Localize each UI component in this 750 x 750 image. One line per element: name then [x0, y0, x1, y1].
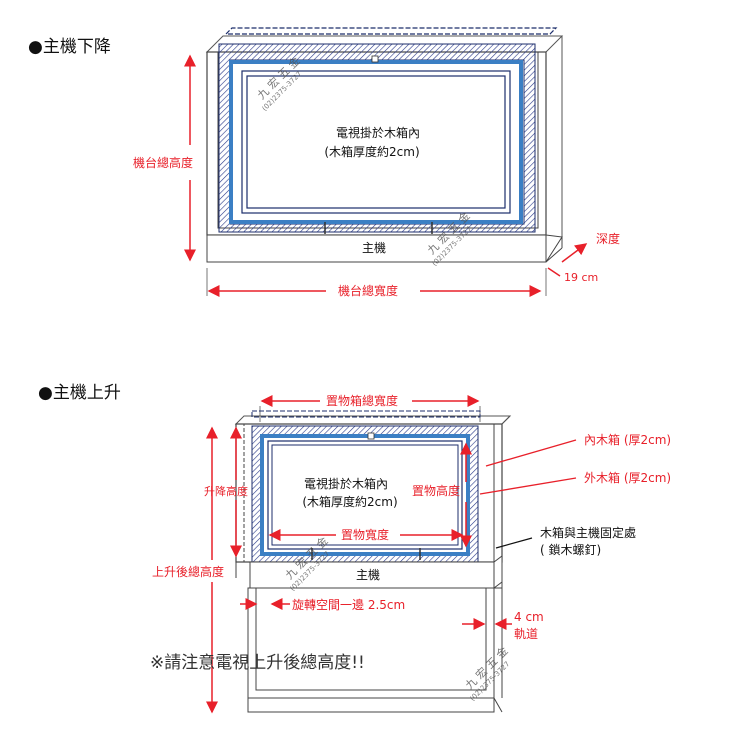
section-down-heading: ●主機下降	[28, 37, 111, 57]
inner-box-label: 內木箱 (厚2cm)	[584, 432, 671, 447]
wood-box-hatched	[218, 43, 536, 234]
lift-height-label: 升降高度	[204, 484, 248, 498]
rotation-space-label: 旋轉空間一邊 2.5cm	[292, 598, 405, 612]
fix-point-callout	[495, 537, 533, 549]
fix-point-line2: ( 鎖木螺釘)	[540, 542, 601, 557]
total-height-after-lift-label: 上升後總高度	[152, 564, 224, 579]
lower-cabinet	[247, 581, 503, 713]
tv-caption-down-line2: (木箱厚度約2cm)	[324, 144, 419, 159]
inner-box-callout	[485, 439, 577, 467]
box-total-width-dimension	[259, 395, 481, 422]
outer-wood-box	[235, 415, 511, 563]
box-top-lid	[234, 410, 512, 425]
tv-caption-up-line1: 電視掛於木箱內	[304, 476, 388, 491]
host-label-up: 主機	[356, 567, 380, 582]
total-height-label: 機台總高度	[133, 155, 193, 170]
depth-label: 深度	[596, 231, 620, 246]
depth-value: 19 cm	[564, 271, 598, 284]
storage-height-label: 置物高度	[412, 483, 460, 498]
section-host-raised: ●主機上升 置物箱總寬度	[38, 383, 671, 714]
track-value: 4 cm	[514, 610, 544, 624]
outer-box-label: 外木箱 (厚2cm)	[584, 470, 671, 485]
tv-caption-down-line1: 電視掛於木箱內	[336, 125, 420, 140]
section-host-lowered: ●主機下降 電視掛於木箱內 (木箱厚度約2cm)	[28, 27, 620, 298]
total-width-label: 機台總寬度	[338, 283, 398, 298]
host-base-down	[206, 234, 563, 263]
height-notice: ※請注意電視上升後總高度!!	[150, 653, 365, 673]
tv-caption-up-line2: (木箱厚度約2cm)	[302, 494, 397, 509]
storage-width-label: 置物寬度	[341, 527, 389, 542]
box-total-width-label: 置物箱總寬度	[326, 393, 398, 408]
total-width-dimension	[206, 268, 547, 297]
host-label-down: 主機	[362, 240, 386, 255]
depth-dimension	[547, 243, 588, 277]
outer-box-callout	[479, 477, 577, 495]
section-up-heading: ●主機上升	[38, 383, 121, 403]
track-label: 軌道	[514, 626, 538, 641]
fix-point-line1: 木箱與主機固定處	[540, 525, 636, 540]
